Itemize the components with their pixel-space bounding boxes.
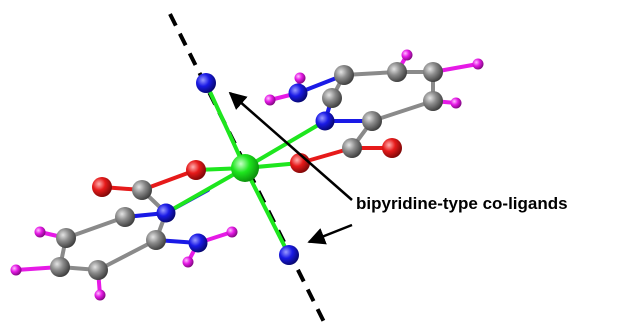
arrow-to-upper-ligand: [228, 91, 353, 201]
co-ligand-label: bipyridine-type co-ligands: [356, 194, 568, 213]
arrow-to-lower-ligand: [307, 223, 353, 245]
dashed-axis-line: [168, 13, 329, 329]
metal-center-atom: [231, 154, 259, 182]
atoms: [10, 49, 484, 301]
